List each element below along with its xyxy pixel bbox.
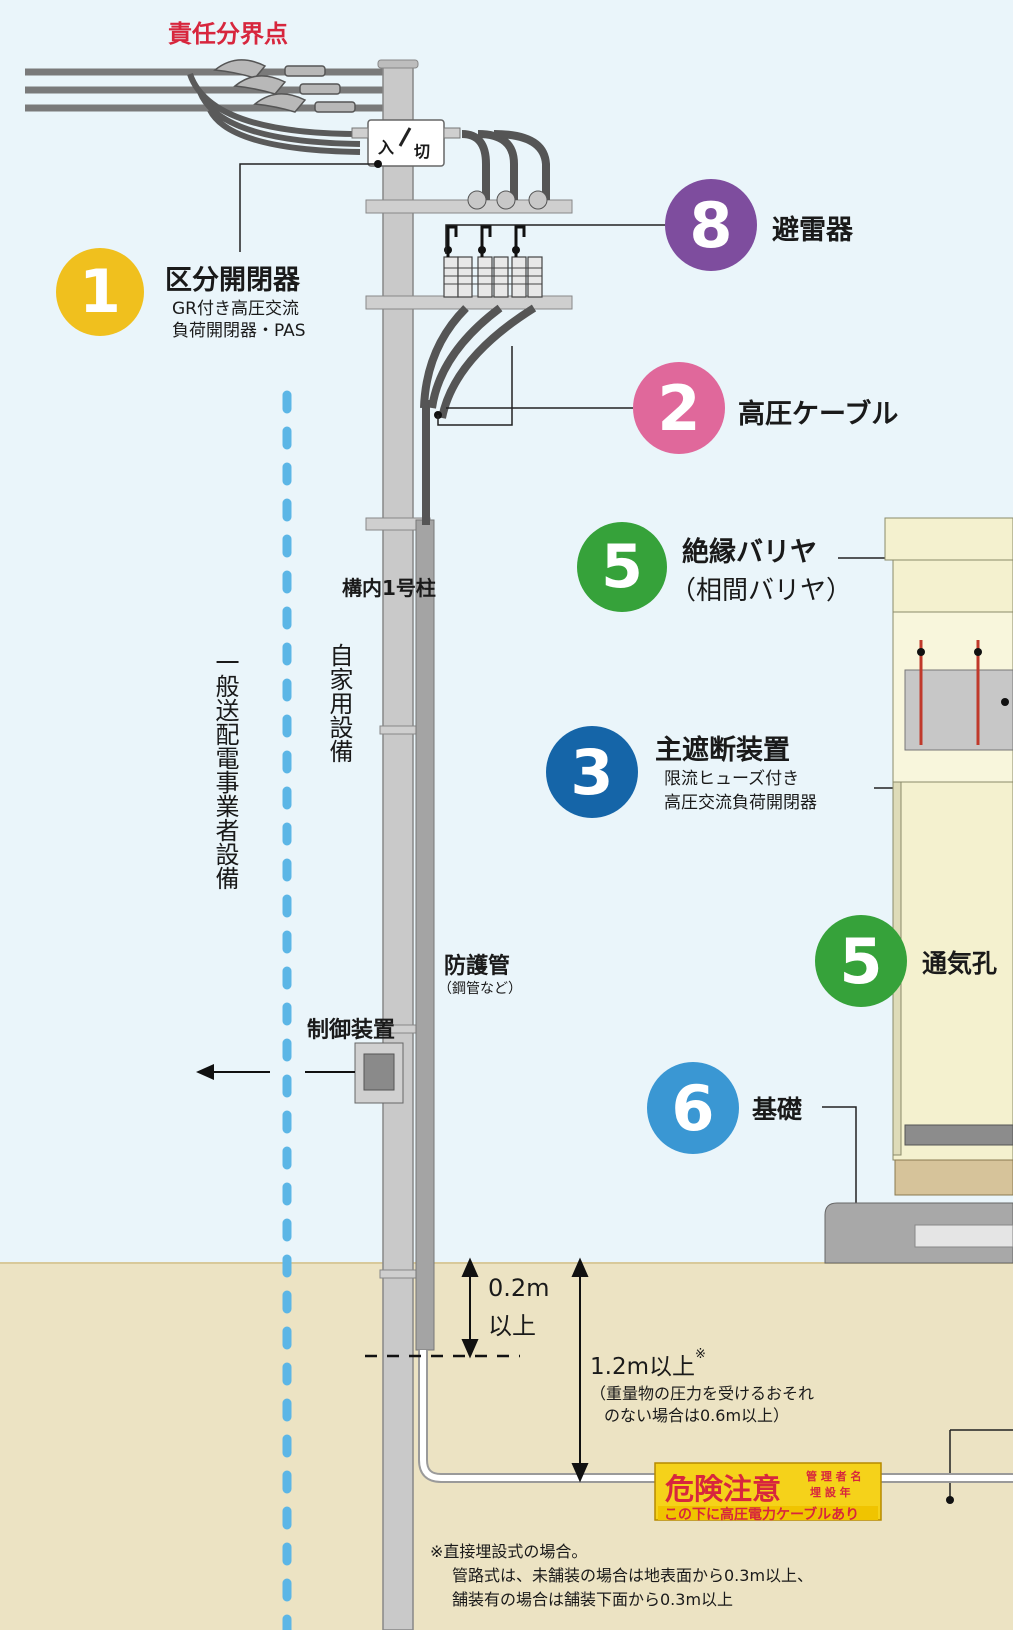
item1-number-circle: 1 xyxy=(56,248,144,336)
item5a-number-circle: 5 xyxy=(577,522,667,612)
arresters xyxy=(443,256,543,298)
left-arrow xyxy=(196,1064,214,1080)
item3-title: 主遮断装置 xyxy=(655,735,790,766)
protect-pipe-sub: （鋼管など） xyxy=(438,981,522,997)
control-label: 制御装置 xyxy=(307,1018,396,1043)
hv-cables-top xyxy=(461,130,550,200)
item5a-title: 絶縁バリヤ xyxy=(682,537,817,568)
item6-title: 基礎 xyxy=(752,1095,803,1124)
item3-sub1: 限流ヒューズ付き xyxy=(664,769,800,789)
item1-title: 区分開閉器 xyxy=(165,265,300,296)
footnote-line2: 管路式は、未舗装の場合は地表面から0.3m以上、 xyxy=(452,1566,814,1585)
item1-sub2: 負荷開閉器・PAS xyxy=(172,321,306,341)
boundary-label: 責任分界点 xyxy=(168,20,288,48)
item2-number-circle: 2 xyxy=(633,362,725,454)
crossarm-lower xyxy=(365,295,573,310)
item3-number-circle: 3 xyxy=(546,726,638,818)
pas-switch-box xyxy=(367,119,445,167)
item1-sub1: GR付き高圧交流 xyxy=(172,299,299,319)
utility-facility-label: 一般送配電事業者設備 xyxy=(211,650,239,890)
item5a-sub: （相間バリヤ） xyxy=(670,576,853,606)
protective-pipe xyxy=(415,519,435,1351)
switch-on-label: 入 xyxy=(378,138,395,157)
item6-number-circle: 6 xyxy=(647,1062,739,1154)
depth2-note2: のない場合は0.6m以上） xyxy=(604,1406,790,1425)
utility-pole xyxy=(382,61,414,1630)
dimension-arrows xyxy=(461,1257,589,1483)
depth2-note1: （重量物の圧力を受けるおそれ xyxy=(590,1384,815,1403)
warning-small1: 管 理 者 名 xyxy=(806,1470,862,1483)
insulators xyxy=(213,59,356,113)
depth1-line1: 0.2m xyxy=(488,1274,550,1302)
item5b-number-circle: 5 xyxy=(815,915,907,1007)
footnote-line3: 舗装有の場合は舗装下面から0.3m以上 xyxy=(452,1590,734,1609)
cubicle xyxy=(884,517,1013,1196)
item8-title: 避雷器 xyxy=(772,215,853,246)
depth1-line2: 以上 xyxy=(488,1312,536,1340)
pole-label: 構内1号柱 xyxy=(342,576,436,600)
sky-background xyxy=(0,0,1013,1263)
warning-main: 危険注意 xyxy=(665,1472,782,1506)
warning-small2: 埋 設 年 xyxy=(810,1486,851,1499)
warning-sub: この下に高圧電力ケーブルあり xyxy=(664,1507,860,1523)
item8-number-circle: 8 xyxy=(665,179,757,271)
item3-sub2: 高圧交流負荷開閉器 xyxy=(664,793,817,813)
item5b-title: 通気孔 xyxy=(922,949,998,978)
protect-pipe-title: 防護管 xyxy=(444,954,511,979)
warning-sign xyxy=(654,1462,882,1521)
depth2-main: 1.2m以上※ xyxy=(590,1347,706,1380)
self-facility-label: 自家用設備 xyxy=(325,643,353,763)
item2-title: 高圧ケーブル xyxy=(738,399,899,430)
switch-off-label: 切 xyxy=(414,142,431,161)
footnote-line1: ※直接埋設式の場合。 xyxy=(430,1542,588,1561)
hv-cables-down xyxy=(420,304,537,419)
ground-background xyxy=(0,1263,1013,1630)
